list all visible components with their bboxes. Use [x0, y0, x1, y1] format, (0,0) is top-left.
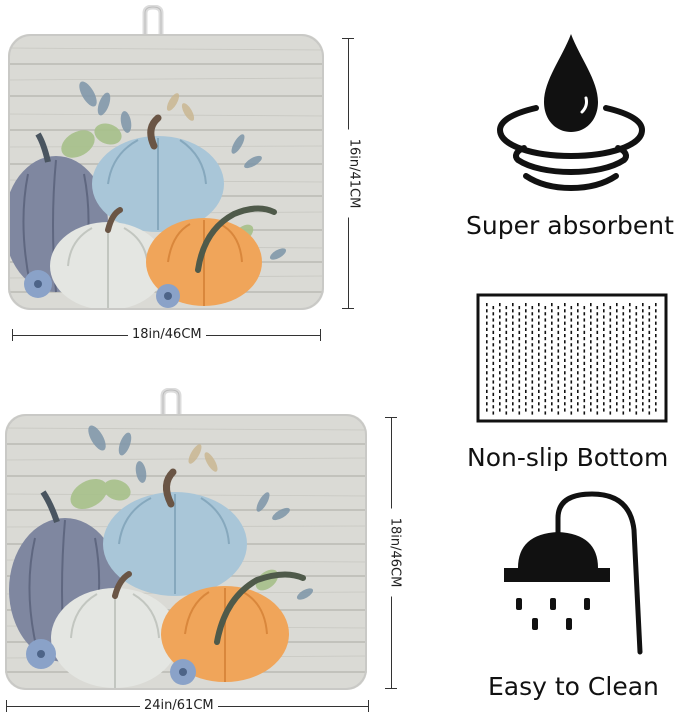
mat-top-image — [8, 34, 324, 314]
water-drop-icon — [496, 30, 646, 202]
feature-label-easy-to-clean: Easy to Clean — [488, 672, 659, 701]
mat-top-width-label: 18in/46CM — [128, 327, 206, 342]
feature-label-super-absorbent: Super absorbent — [466, 211, 674, 240]
mat-top-height-label: 16in/41CM — [346, 129, 362, 218]
mat-bottom-image — [5, 414, 367, 694]
mat-bottom-width-label: 24in/61CM — [140, 698, 218, 713]
shower-head-icon — [500, 486, 650, 660]
feature-label-non-slip-bottom: Non-slip Bottom — [467, 443, 669, 472]
non-slip-texture-icon — [476, 293, 668, 427]
mat-bottom-height-label: 18in/46CM — [387, 508, 403, 597]
mat-bottom-hanging-loop — [158, 387, 184, 422]
mat-top-hanging-loop — [139, 4, 167, 41]
